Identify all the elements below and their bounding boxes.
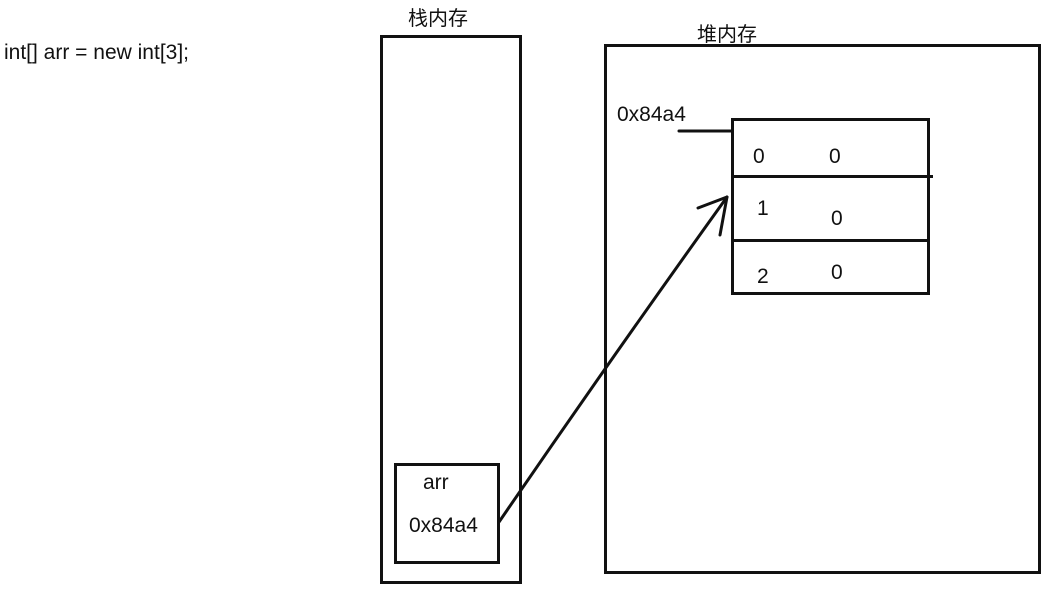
stack-memory-title: 栈内存 bbox=[408, 6, 468, 30]
reference-arrow-head bbox=[696, 195, 729, 237]
array-cell-divider bbox=[731, 239, 930, 242]
reference-arrow-line bbox=[497, 195, 729, 524]
heap-array-address: 0x84a4 bbox=[617, 103, 686, 126]
array-index-1: 1 bbox=[757, 197, 769, 220]
stack-variable-name: arr bbox=[423, 471, 449, 494]
stack-variable-box bbox=[394, 463, 500, 564]
array-index-0: 0 bbox=[753, 145, 765, 168]
heap-memory-region bbox=[604, 44, 1041, 574]
stack-memory-region bbox=[380, 35, 522, 584]
array-value-1: 0 bbox=[831, 207, 843, 230]
stack-variable-value: 0x84a4 bbox=[409, 514, 478, 537]
array-cell-divider bbox=[731, 175, 933, 178]
array-index-2: 2 bbox=[757, 265, 769, 288]
array-value-2: 0 bbox=[831, 261, 843, 284]
heap-array-block bbox=[731, 118, 930, 295]
code-statement: int[] arr = new int[3]; bbox=[4, 41, 190, 64]
heap-memory-title: 堆内存 bbox=[697, 22, 757, 46]
array-value-0: 0 bbox=[829, 145, 841, 168]
